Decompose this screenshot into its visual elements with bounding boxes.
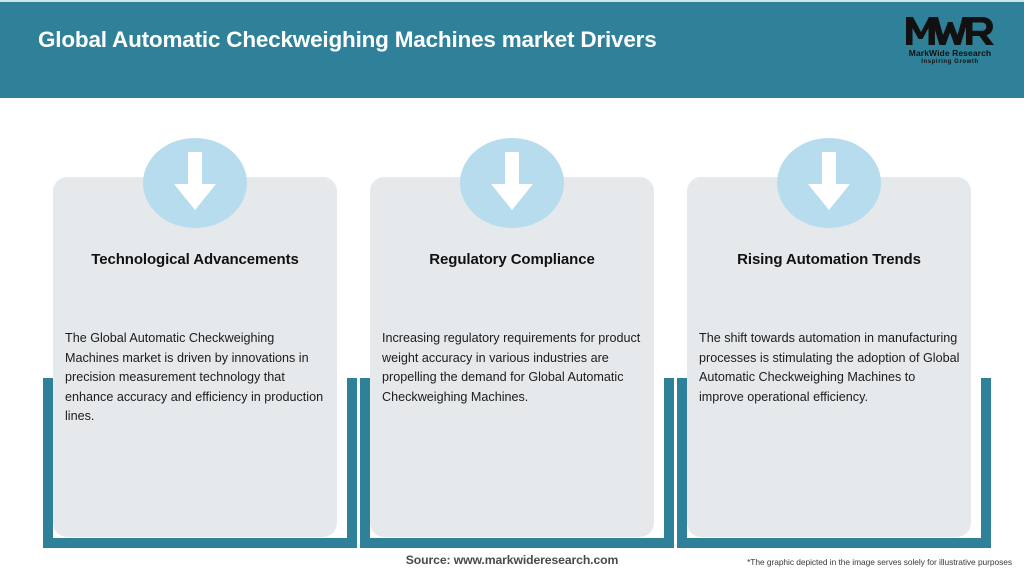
driver-column-3: Rising Automation Trends The shift towar… (667, 98, 1001, 576)
page-title: Global Automatic Checkweighing Machines … (38, 27, 657, 52)
driver-card-body: The shift towards automation in manufact… (699, 331, 960, 404)
driver-card-title: Regulatory Compliance (429, 251, 595, 268)
bracket-right-bar (981, 378, 991, 548)
bracket-bottom-bar (43, 538, 357, 548)
top-hairline (0, 0, 1024, 2)
bracket-left-bar (677, 378, 687, 548)
driver-card-title: Technological Advancements (91, 251, 299, 268)
bracket-left-bar (43, 378, 53, 548)
driver-card-body: The Global Automatic Checkweighing Machi… (65, 331, 324, 423)
driver-badge-3 (777, 138, 881, 228)
driver-column-1: Technological Advancements The Global Au… (33, 98, 367, 576)
driver-card-body: Increasing regulatory requirements for p… (382, 331, 641, 404)
driver-badge-1 (143, 138, 247, 228)
driver-card-title: Rising Automation Trends (737, 251, 921, 268)
disclaimer-note: *The graphic depicted in the image serve… (747, 557, 1012, 567)
teal-bracket-3 (677, 378, 991, 548)
mwr-logo-icon (906, 17, 994, 45)
down-arrow-icon (491, 152, 533, 210)
driver-card-1[interactable]: Technological Advancements The Global Au… (53, 177, 337, 537)
logo-tagline: Inspiring Growth (921, 59, 979, 65)
bracket-bottom-bar (360, 538, 674, 548)
bracket-bottom-bar (677, 538, 991, 548)
source-label: Source: www.markwideresearch.com (405, 553, 619, 567)
down-arrow-icon (174, 152, 216, 210)
down-arrow-icon (808, 152, 850, 210)
driver-column-2: Regulatory Compliance Increasing regulat… (350, 98, 684, 576)
driver-badge-2 (460, 138, 564, 228)
markwide-research-logo: MarkWide Research Inspiring Growth (898, 13, 1002, 69)
bracket-right-bar (347, 378, 357, 548)
header-bar: Global Automatic Checkweighing Machines … (0, 2, 1024, 98)
teal-bracket-1 (43, 378, 357, 548)
logo-company-name: MarkWide Research (908, 48, 992, 58)
driver-card-2[interactable]: Regulatory Compliance Increasing regulat… (370, 177, 654, 537)
driver-card-3[interactable]: Rising Automation Trends The shift towar… (687, 177, 971, 537)
bracket-right-bar (664, 378, 674, 548)
teal-bracket-2 (360, 378, 674, 548)
drivers-card-group: Technological Advancements The Global Au… (0, 98, 1024, 576)
bracket-left-bar (360, 378, 370, 548)
